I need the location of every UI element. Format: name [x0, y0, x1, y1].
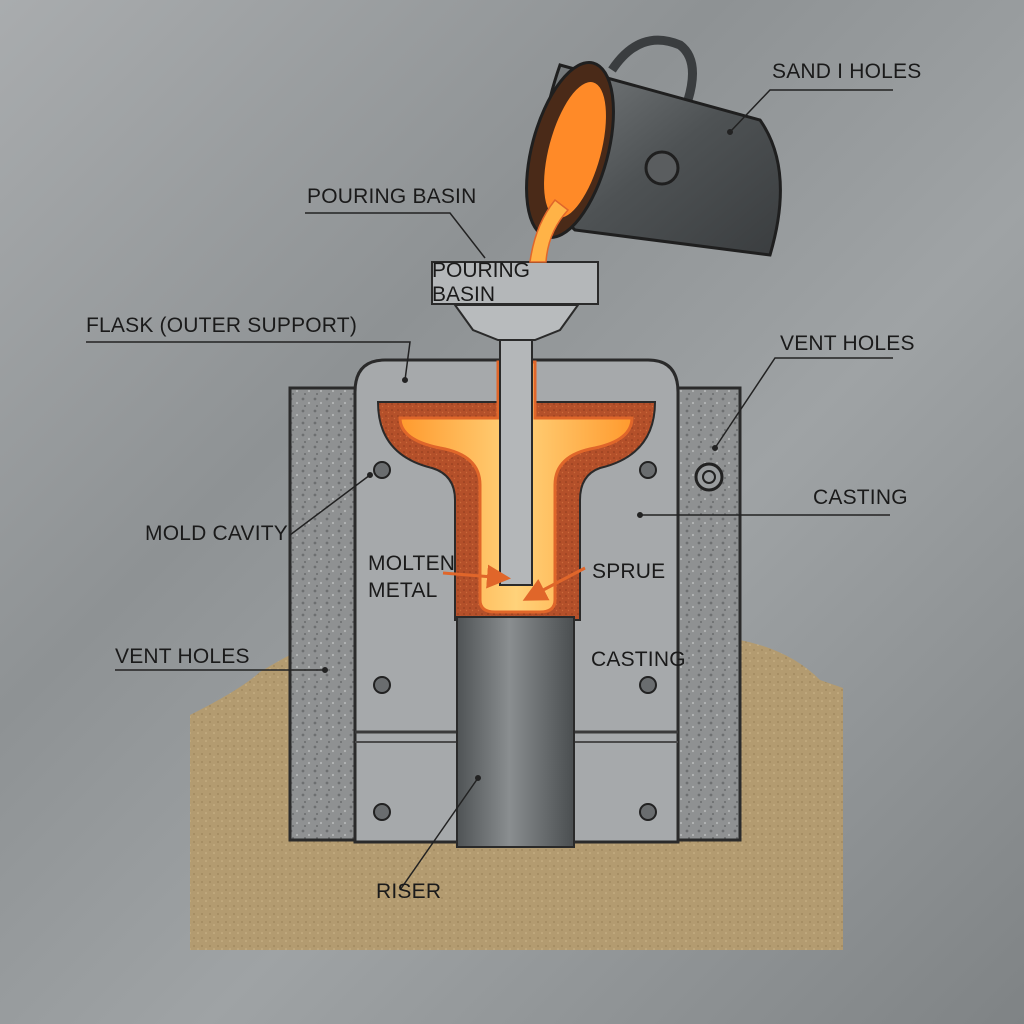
pour-stream — [529, 198, 570, 263]
ladle — [525, 35, 782, 257]
pouring-basin-funnel — [453, 304, 580, 341]
label-molten-metal-1: MOLTEN — [368, 552, 456, 575]
bolt — [639, 803, 657, 821]
bolt — [373, 803, 391, 821]
label-sand-holes: SAND I HOLES — [772, 60, 922, 83]
ladle-handle — [608, 35, 697, 102]
bolt — [639, 676, 657, 694]
label-mold-cavity: MOLD CAVITY — [145, 522, 288, 545]
bolts — [373, 461, 657, 821]
label-molten-metal-2: METAL — [368, 579, 438, 602]
riser — [456, 616, 575, 848]
bolt — [373, 461, 391, 479]
label-pouring-basin-box: POURING BASIN — [432, 259, 531, 306]
label-vent-holes-right: VENT HOLES — [780, 332, 915, 355]
leader-lines — [86, 89, 893, 891]
label-casting-right: CASTING — [813, 486, 908, 509]
label-vent-holes-left: VENT HOLES — [115, 645, 250, 668]
ladle-pivot — [644, 150, 680, 186]
pouring-basin-box — [431, 261, 599, 305]
bolt — [639, 461, 657, 479]
label-casting-inner: CASTING — [591, 648, 686, 671]
sprue-channel — [499, 334, 533, 586]
molten-metal-arrow — [442, 564, 511, 589]
sprue-arrow — [522, 566, 586, 601]
label-sprue: SPRUE — [592, 560, 666, 583]
bolt — [373, 676, 391, 694]
label-riser: RISER — [376, 880, 442, 903]
vent-hole — [694, 462, 724, 492]
label-flask: FLASK (OUTER SUPPORT) — [86, 314, 358, 337]
label-pouring-basin-top: POURING BASIN — [307, 185, 477, 208]
